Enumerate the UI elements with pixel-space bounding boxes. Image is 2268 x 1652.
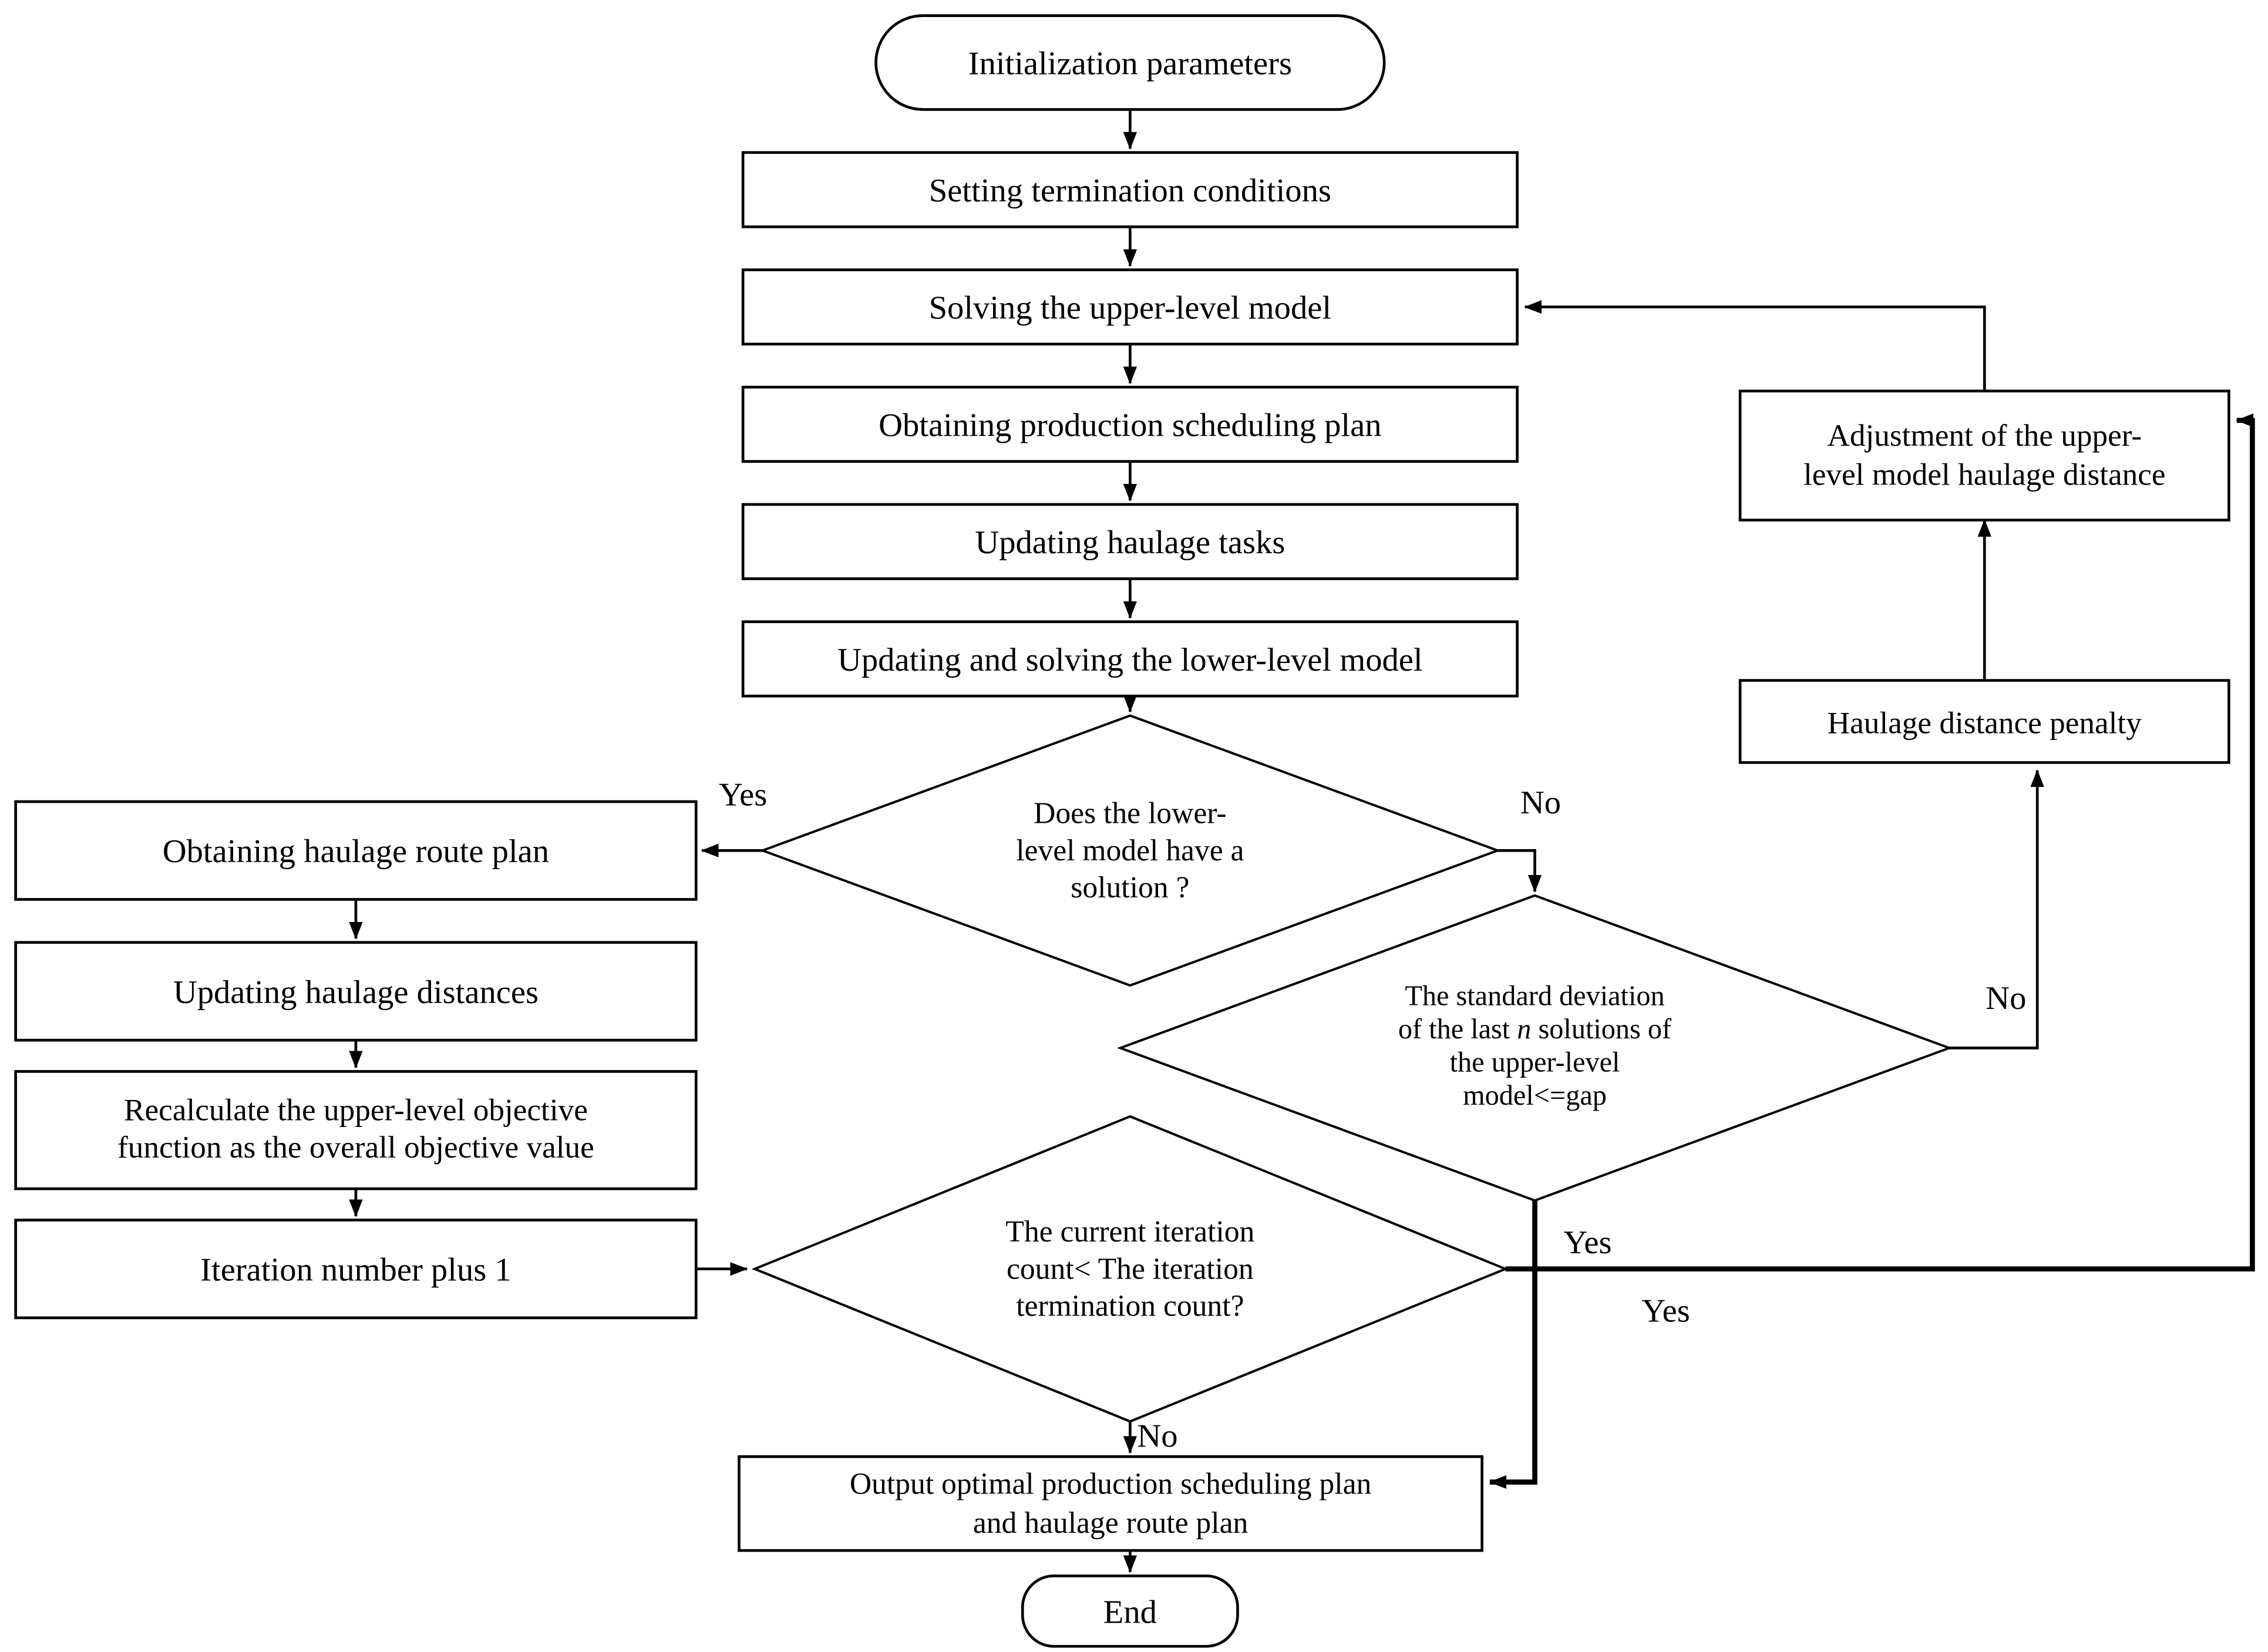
- process-obtain-route-label: Obtaining haulage route plan: [163, 833, 549, 870]
- process-solve-upper: Solving the upper-level model: [741, 268, 1519, 346]
- process-iteration-plus-label: Iteration number plus 1: [200, 1252, 512, 1288]
- process-solve-upper-shape: [741, 268, 1519, 346]
- process-obtain-schedule-label: Obtaining production scheduling plan: [879, 407, 1381, 443]
- process-obtain-route-shape: [14, 800, 698, 901]
- arrow-decision2-no: [1949, 769, 2044, 1049]
- decision-lower-solution-line3: solution ?: [1071, 871, 1189, 904]
- process-output-shape: [738, 1455, 1483, 1552]
- process-recalculate-objective-line1: Recalculate the upper-level objective: [124, 1093, 588, 1128]
- arrow-decision3-yes-loop: [1505, 413, 2255, 1272]
- start-terminator: Initialization parameters: [874, 14, 1386, 111]
- process-recalculate-objective-shape: [14, 1070, 698, 1190]
- decision-std-gap: The standard deviation of the last n sol…: [1116, 894, 1953, 1202]
- process-obtain-schedule-shape: [741, 385, 1519, 463]
- edge-label-decision1-yes: Yes: [719, 777, 767, 813]
- process-update-tasks-label: Updating haulage tasks: [975, 524, 1285, 561]
- decision-lower-solution: Does the lower- level model have a solut…: [759, 714, 1502, 987]
- decision-std-gap-line2-post: solutions of: [1531, 1014, 1672, 1045]
- process-iteration-plus: Iteration number plus 1: [14, 1219, 698, 1320]
- edge-label-decision3-no: No: [1137, 1418, 1177, 1455]
- start-terminator-label: Initialization parameters: [968, 46, 1292, 82]
- process-update-distances-shape: [14, 941, 698, 1042]
- decision-iteration-count: The current iteration count< The iterati…: [751, 1115, 1509, 1423]
- process-update-solve-lower-label: Updating and solving the lower-level mod…: [837, 642, 1423, 678]
- start-terminator-shape: [874, 14, 1386, 111]
- decision-std-gap-line2-italic-n: n: [1517, 1014, 1531, 1045]
- process-obtain-route: Obtaining haulage route plan: [14, 800, 698, 901]
- decision-lower-solution-line1: Does the lower-: [1034, 797, 1226, 830]
- decision-iteration-count-line1: The current iteration: [1005, 1215, 1254, 1249]
- process-update-solve-lower-shape: [741, 620, 1519, 698]
- process-recalculate-objective: Recalculate the upper-level objective fu…: [14, 1070, 698, 1190]
- decision-std-gap-shape: [1116, 894, 1953, 1202]
- process-obtain-schedule: Obtaining production scheduling plan: [741, 385, 1519, 463]
- process-solve-upper-label: Solving the upper-level model: [929, 290, 1332, 327]
- decision-lower-solution-shape: [759, 714, 1502, 987]
- arrow-adjustment-to-solve-upper: [1524, 300, 1986, 391]
- process-penalty-shape: [1738, 679, 2230, 764]
- process-adjustment: Adjustment of the upper- level model hau…: [1738, 389, 2230, 521]
- process-set-termination-label: Setting termination conditions: [929, 173, 1331, 209]
- decision-std-gap-line2: of the last n solutions of: [1398, 1014, 1672, 1045]
- process-update-tasks: Updating haulage tasks: [741, 503, 1519, 580]
- process-penalty: Haulage distance penalty: [1738, 679, 2230, 764]
- process-iteration-plus-shape: [14, 1219, 698, 1320]
- process-penalty-label: Haulage distance penalty: [1828, 705, 2142, 740]
- process-update-solve-lower: Updating and solving the lower-level mod…: [741, 620, 1519, 698]
- edge-label-decision2-no: No: [1986, 980, 2026, 1017]
- end-terminator: End: [1021, 1574, 1239, 1648]
- process-recalculate-objective-line2: function as the overall objective value: [117, 1130, 594, 1165]
- process-adjustment-line2: level model haulage distance: [1803, 457, 2166, 492]
- process-update-tasks-shape: [741, 503, 1519, 580]
- decision-std-gap-line3: the upper-level: [1450, 1047, 1620, 1078]
- process-adjustment-shape: [1738, 389, 2230, 521]
- arrow-decision1-no: [1498, 849, 1542, 893]
- process-output: Output optimal production scheduling pla…: [738, 1455, 1483, 1552]
- decision-iteration-count-line3: termination count?: [1016, 1290, 1244, 1323]
- end-terminator-label: End: [1103, 1594, 1157, 1630]
- decision-iteration-count-line2: count< The iteration: [1007, 1252, 1254, 1286]
- process-set-termination: Setting termination conditions: [741, 151, 1519, 228]
- decision-std-gap-line4: model<=gap: [1463, 1080, 1607, 1111]
- decision-std-gap-line2-pre: of the last: [1398, 1014, 1517, 1045]
- edge-label-decision3-yes: Yes: [1641, 1293, 1690, 1330]
- process-set-termination-shape: [741, 151, 1519, 228]
- process-output-line2: and haulage route plan: [973, 1506, 1249, 1540]
- process-update-distances-label: Updating haulage distances: [173, 974, 539, 1011]
- arrow-decision2-yes: [1489, 1200, 1537, 1489]
- decision-iteration-count-shape: [751, 1115, 1509, 1423]
- process-adjustment-line1: Adjustment of the upper-: [1827, 418, 2142, 453]
- decision-std-gap-line1: The standard deviation: [1405, 980, 1664, 1011]
- edge-label-decision1-no: No: [1520, 785, 1561, 821]
- process-update-distances: Updating haulage distances: [14, 941, 698, 1042]
- decision-lower-solution-line2: level model have a: [1016, 834, 1244, 867]
- process-output-line1: Output optimal production scheduling pla…: [850, 1468, 1372, 1501]
- edge-label-decision2-yes: Yes: [1563, 1224, 1611, 1261]
- end-terminator-shape: [1021, 1574, 1239, 1648]
